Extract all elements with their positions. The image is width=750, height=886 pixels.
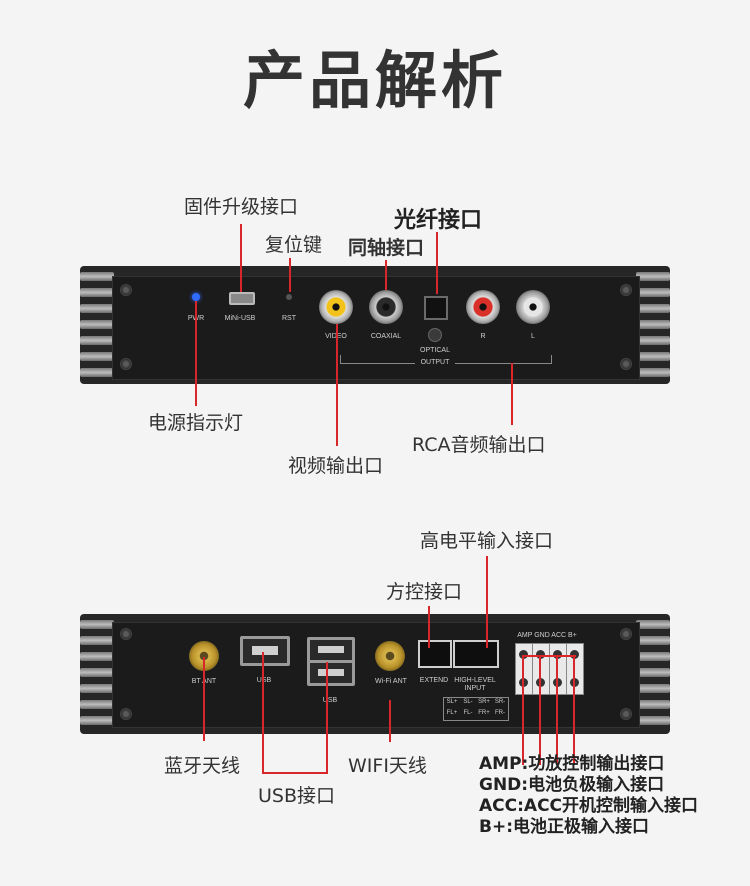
line-firmware [240, 224, 242, 292]
rst-label: RST [282, 315, 296, 322]
sl-plus-label: SL+ [446, 699, 458, 705]
sr-plus-label: SR+ [478, 699, 490, 705]
line-gnd [539, 655, 541, 765]
screw-icon [620, 358, 632, 370]
line-amp [522, 655, 524, 765]
screw-icon [120, 284, 132, 296]
callout-firmware: 固件升级接口 [184, 196, 299, 218]
callout-high-level: 高电平输入接口 [420, 530, 554, 552]
rca-right-jack [466, 290, 500, 324]
wifi-antenna-connector [375, 641, 405, 671]
screw-icon [620, 284, 632, 296]
line-steering [428, 606, 430, 648]
line-bt-antenna [203, 657, 205, 741]
line-amp-h [522, 655, 576, 657]
line-reset [289, 258, 291, 292]
callout-coaxial: 同轴接口 [348, 237, 425, 259]
line-bplus [573, 655, 575, 765]
callout-steering: 方控接口 [386, 581, 463, 603]
legend-acc: ACC:ACC开机控制输入接口 [479, 796, 699, 816]
high-level-input-label: HIGH-LEVEL INPUT [454, 677, 496, 692]
line-wifi-antenna [389, 700, 391, 742]
fr-minus-label: FR- [495, 710, 505, 716]
line-coaxial [385, 260, 387, 290]
terminals-label: AMP GND ACC B+ [517, 632, 577, 639]
legend-amp: AMP:功放控制输出接口 [479, 754, 665, 774]
line-usb-right [326, 662, 328, 774]
wifi-ant-label: Wi-Fi ANT [375, 678, 407, 685]
legend-gnd: GND:电池负极输入接口 [479, 775, 665, 795]
callout-bt-antenna: 蓝牙天线 [164, 755, 241, 777]
line-usb-left [262, 652, 264, 774]
channel-table: SL+ SL- SR+ SR- FL+ FL- FR+ FR- [443, 697, 509, 721]
mini-usb-label: MiNi-USB [224, 315, 256, 322]
screw-icon [620, 628, 632, 640]
coaxial-rca-jack [369, 290, 403, 324]
page-title: 产品解析 [242, 44, 507, 117]
line-rca-out [511, 363, 513, 425]
line-video-out [336, 324, 338, 446]
extend-connector [418, 640, 452, 668]
usb2-label: USB [322, 697, 338, 704]
usb-port-1 [240, 636, 290, 666]
screw-icon [120, 628, 132, 640]
optical-label: OPTICAL [420, 347, 450, 354]
legend-bplus: B+:电池正极输入接口 [479, 817, 649, 837]
screw-icon [120, 708, 132, 720]
line-optical [436, 232, 438, 294]
video-rca-jack [319, 290, 353, 324]
sl-minus-label: SL- [463, 699, 473, 705]
callout-usb-port: USB接口 [258, 785, 336, 807]
reset-button-icon [286, 294, 292, 300]
fl-minus-label: FL- [463, 710, 473, 716]
callout-power-led: 电源指示灯 [148, 412, 244, 434]
fr-plus-label: FR+ [478, 710, 490, 716]
usb-port-2-bottom [307, 660, 355, 686]
r-label: R [480, 333, 486, 340]
callout-rca-out: RCA音频输出口 [412, 434, 546, 456]
optical-port [424, 296, 448, 320]
rca-left-jack [516, 290, 550, 324]
sr-minus-label: SR- [494, 699, 506, 705]
fl-plus-label: FL+ [446, 710, 458, 716]
usb1-label: USB [256, 677, 272, 684]
l-label: L [531, 333, 535, 340]
screw-icon [620, 708, 632, 720]
callout-optical: 光纤接口 [394, 208, 483, 233]
screw-icon [120, 358, 132, 370]
optical-knob-icon [428, 328, 442, 342]
line-power-led [195, 301, 197, 406]
video-label: VIDEO [316, 333, 356, 340]
output-label: OUTPUT [415, 359, 455, 366]
mini-usb-port [229, 292, 255, 305]
high-level-connector [453, 640, 499, 668]
power-led-icon [192, 293, 200, 301]
line-high-level [486, 556, 488, 648]
line-acc [556, 655, 558, 765]
extend-label: EXTEND [419, 677, 449, 684]
callout-video-out: 视频输出口 [288, 455, 384, 477]
coaxial-label: COAXIAL [370, 333, 402, 340]
callout-reset: 复位键 [265, 234, 323, 256]
terminal-legend: AMP:功放控制输出接口 GND:电池负极输入接口 ACC:ACC开机控制输入接… [479, 754, 709, 838]
line-usb-bottom [262, 772, 328, 774]
callout-wifi-antenna: WIFI天线 [348, 755, 427, 777]
